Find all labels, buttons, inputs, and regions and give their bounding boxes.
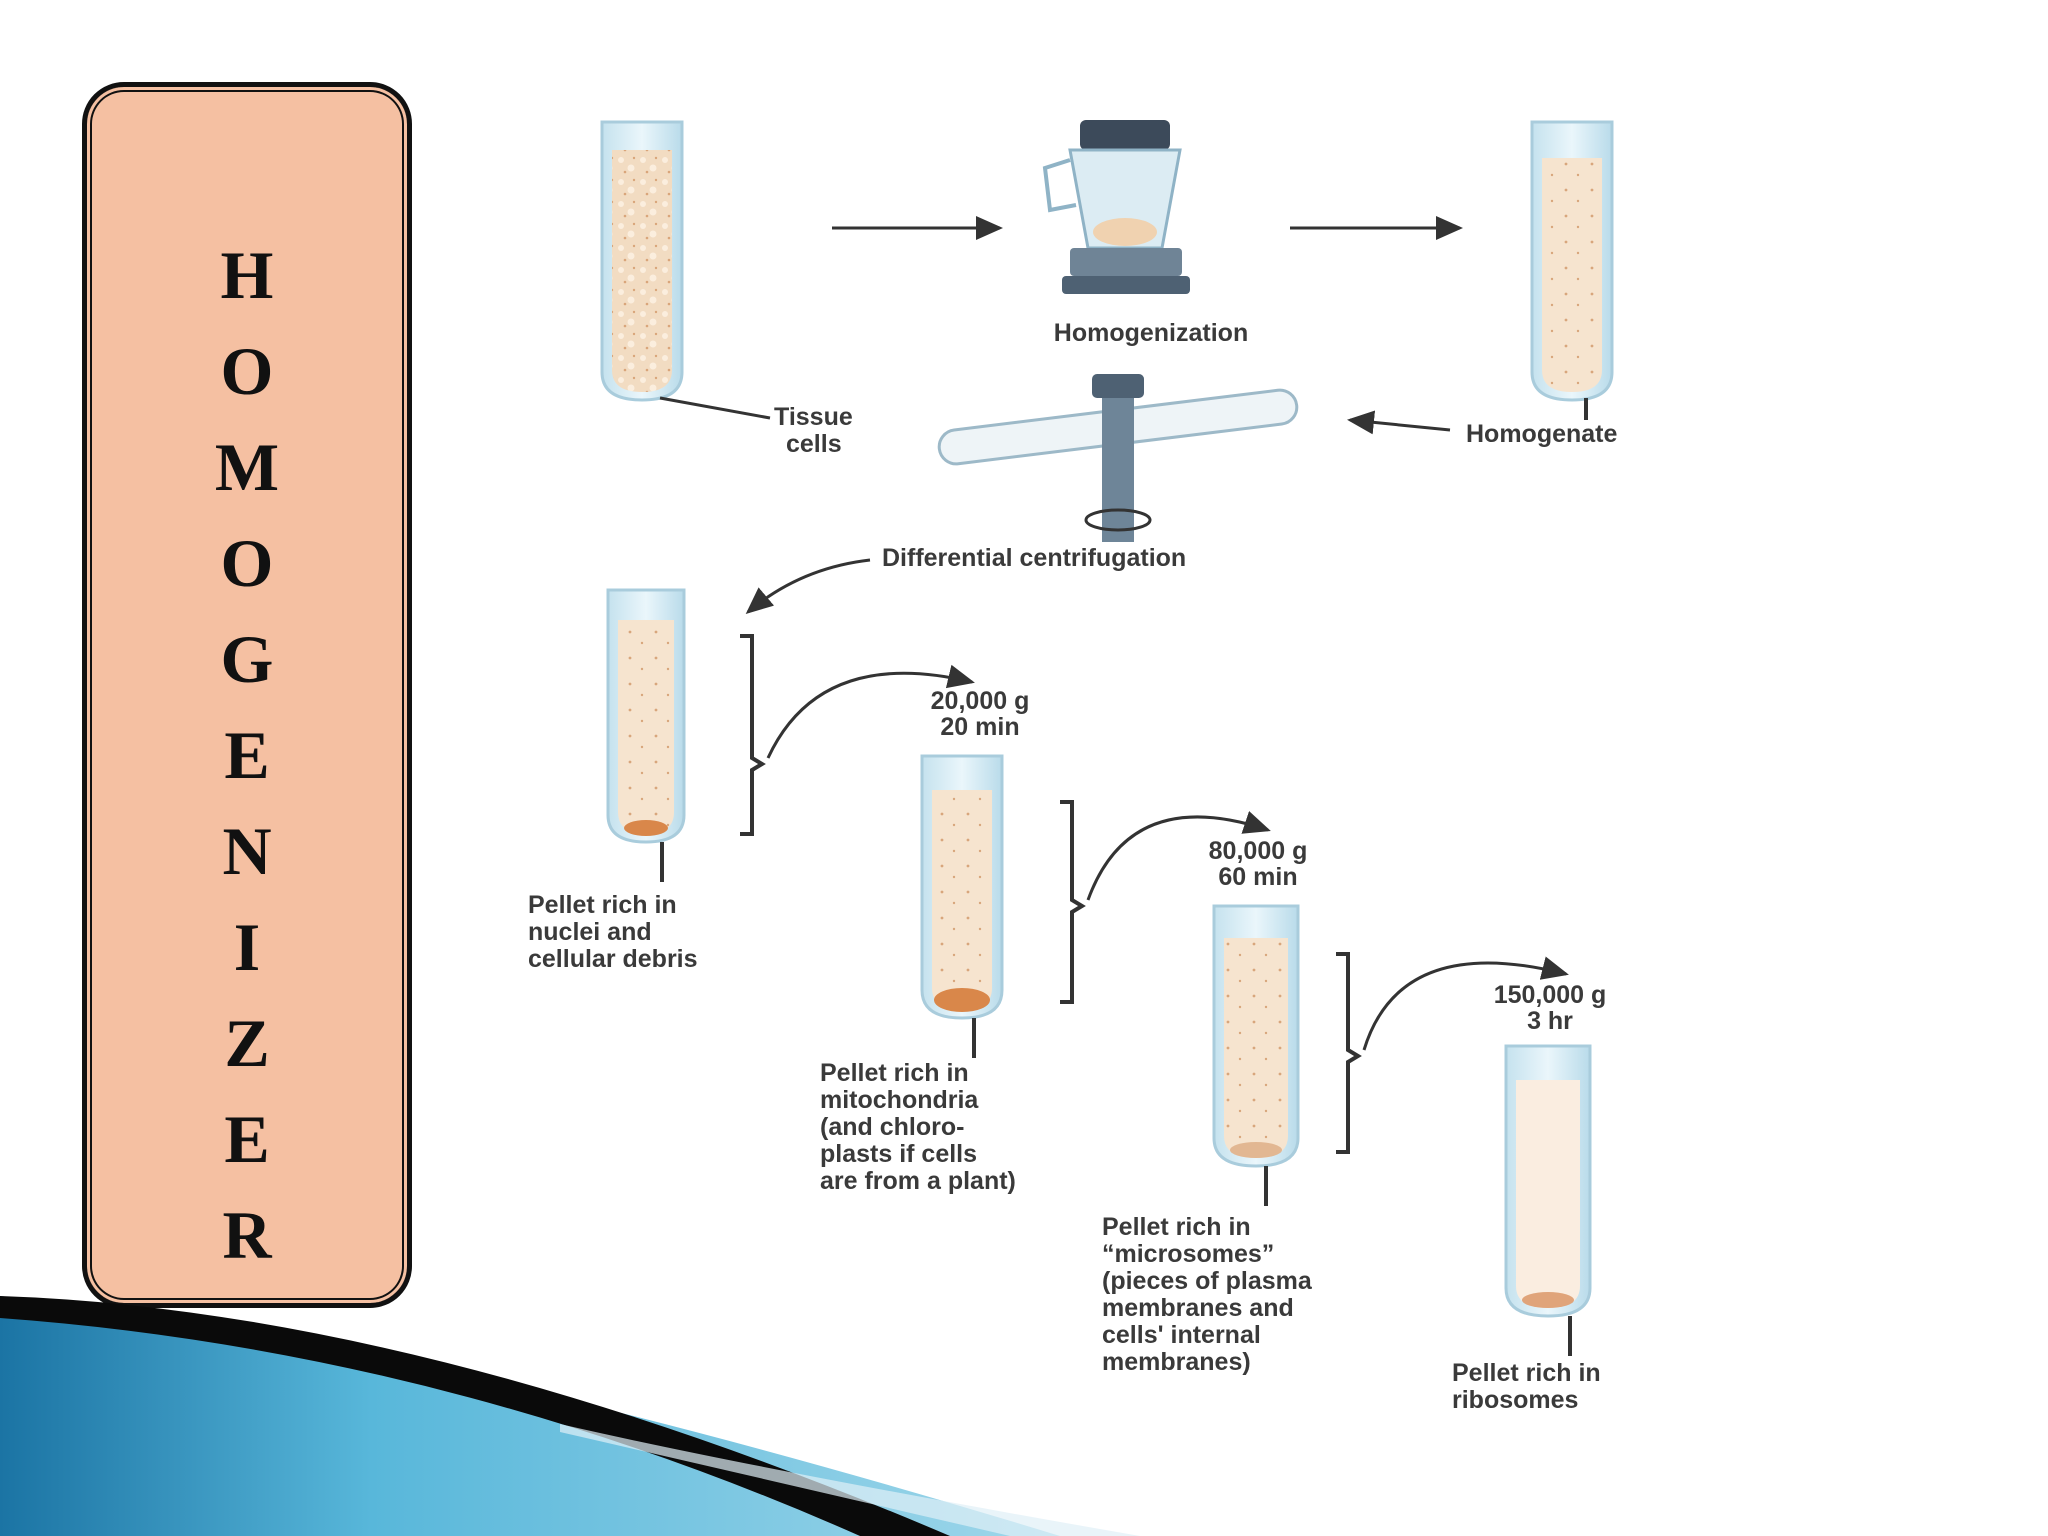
caption-line: Pellet rich in (1452, 1359, 1601, 1387)
title-letter: R (222, 1197, 272, 1273)
step2-time-label: 60 min (1218, 863, 1298, 891)
bracket-icon (1336, 952, 1362, 1154)
title-letter: M (214, 429, 280, 505)
pellet1-caption: Pellet rich in nuclei and cellular debri… (528, 892, 698, 973)
title-letter: I (233, 909, 261, 985)
step1-speed-label: 20,000 g (930, 687, 1030, 715)
title-letter: O (220, 525, 274, 601)
title-letter: E (224, 717, 270, 793)
arrow-icon (1362, 956, 1569, 1051)
title-letter: E (224, 1101, 270, 1177)
caption-line: nuclei and (528, 918, 652, 946)
tube-3-icon (1212, 904, 1300, 1168)
arrow-icon (1347, 410, 1451, 435)
title-box: H O M O G E N I Z E R (82, 82, 412, 1308)
caption-line: (and chloro- (820, 1113, 965, 1141)
blender-icon (1042, 120, 1190, 294)
caption-line: mitochondria (820, 1086, 979, 1114)
step1-time-label: 20 min (940, 713, 1020, 741)
step3-time-label: 3 hr (1527, 1007, 1573, 1035)
caption-line: cellular debris (528, 945, 698, 973)
vertical-title: H O M O G E N I Z E R (87, 227, 407, 1283)
arrow-icon (1086, 811, 1271, 901)
pellet3-caption: Pellet rich in “microsomes” (pieces of p… (1102, 1214, 1312, 1376)
tissue-label-line2: cells (786, 430, 842, 458)
caption-line: (pieces of plasma (1102, 1267, 1312, 1295)
caption-line: are from a plant) (820, 1167, 1016, 1195)
step3-speed-label: 150,000 g (1493, 981, 1607, 1009)
homogenization-label: Homogenization (1053, 319, 1249, 347)
caption-line: Pellet rich in (820, 1059, 969, 1087)
homogenate-tube-icon (1530, 120, 1614, 402)
caption-line: membranes and (1102, 1294, 1294, 1322)
caption-line: Pellet rich in (528, 891, 677, 919)
tissue-leader-line (659, 396, 771, 420)
title-letter: H (220, 237, 274, 313)
title-letter: Z (224, 1005, 270, 1081)
title-letter: N (222, 813, 272, 889)
differential-centrifugation-label: Differential centrifugation (882, 544, 1187, 572)
tissue-label-line1: Tissue (774, 403, 853, 431)
caption-line: plasts if cells (820, 1140, 978, 1168)
pellet2-caption: Pellet rich in mitochondria (and chloro-… (820, 1060, 1016, 1195)
bracket-icon (740, 634, 766, 836)
centrifuge-icon (937, 374, 1299, 542)
caption-line: ribosomes (1452, 1386, 1579, 1414)
caption-line: “microsomes” (1102, 1240, 1275, 1268)
homogenate-label: Homogenate (1466, 420, 1618, 448)
title-letter: O (220, 333, 274, 409)
tube-1-icon (606, 588, 686, 844)
caption-line: cells' internal (1102, 1321, 1261, 1349)
arrow-icon (766, 664, 975, 759)
tube-4-icon (1504, 1044, 1592, 1318)
tissue-tube-icon (600, 120, 684, 402)
tube-2-icon (920, 754, 1004, 1020)
step2-speed-label: 80,000 g (1208, 837, 1308, 865)
arrow-icon (745, 558, 871, 614)
caption-line: membranes) (1102, 1348, 1251, 1376)
bracket-icon (1060, 800, 1086, 1004)
title-letter: G (220, 621, 274, 697)
pellet4-caption: Pellet rich in ribosomes (1452, 1360, 1601, 1414)
caption-line: Pellet rich in (1102, 1213, 1251, 1241)
